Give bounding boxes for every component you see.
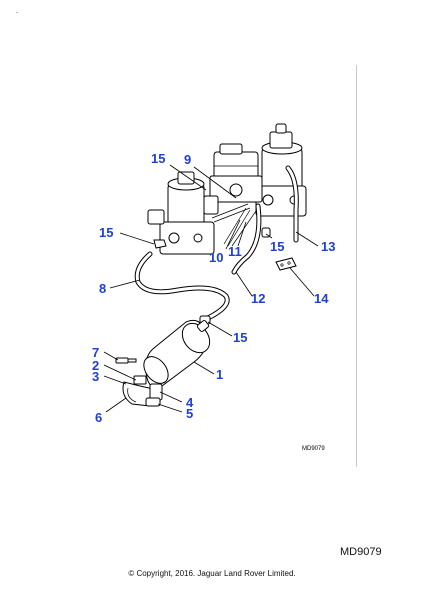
- fuel-filter-part-1: [143, 319, 211, 388]
- callout-3: 3: [92, 369, 99, 384]
- drawing-ref-small: MD9079: [302, 446, 325, 452]
- leader-lines: [103, 164, 319, 413]
- callout-7: 7: [92, 345, 99, 360]
- callout-15-lower: 15: [233, 330, 247, 345]
- frame-line: [356, 65, 357, 467]
- callout-6: 6: [95, 410, 102, 425]
- corner-mark: [16, 12, 18, 13]
- callout-15-top: 15: [151, 151, 165, 166]
- gasket-part-14: [275, 257, 297, 271]
- nut-part-15: [153, 239, 167, 249]
- callout-11: 11: [228, 244, 242, 259]
- fuel-hose-part-8: [134, 251, 230, 325]
- carb-pipes: [211, 165, 299, 275]
- callout-13: 13: [321, 239, 335, 254]
- callout-9: 9: [184, 152, 191, 167]
- callout-14: 14: [314, 291, 329, 306]
- callout-12: 12: [251, 291, 265, 306]
- filter-clamp-assembly: [115, 357, 163, 407]
- callout-10: 10: [209, 250, 223, 265]
- drawing-ref-code: MD9079: [340, 546, 382, 558]
- callout-5: 5: [186, 406, 193, 421]
- callout-2: 2: [92, 358, 99, 373]
- callout-15-left: 15: [99, 225, 113, 240]
- copyright-text: © Copyright, 2016. Jaguar Land Rover Lim…: [128, 569, 296, 578]
- callout-4: 4: [186, 395, 194, 410]
- carburettor-assembly: [147, 123, 307, 255]
- callout-8: 8: [99, 281, 106, 296]
- callout-1: 1: [216, 367, 223, 382]
- callout-15-right: 15: [270, 239, 284, 254]
